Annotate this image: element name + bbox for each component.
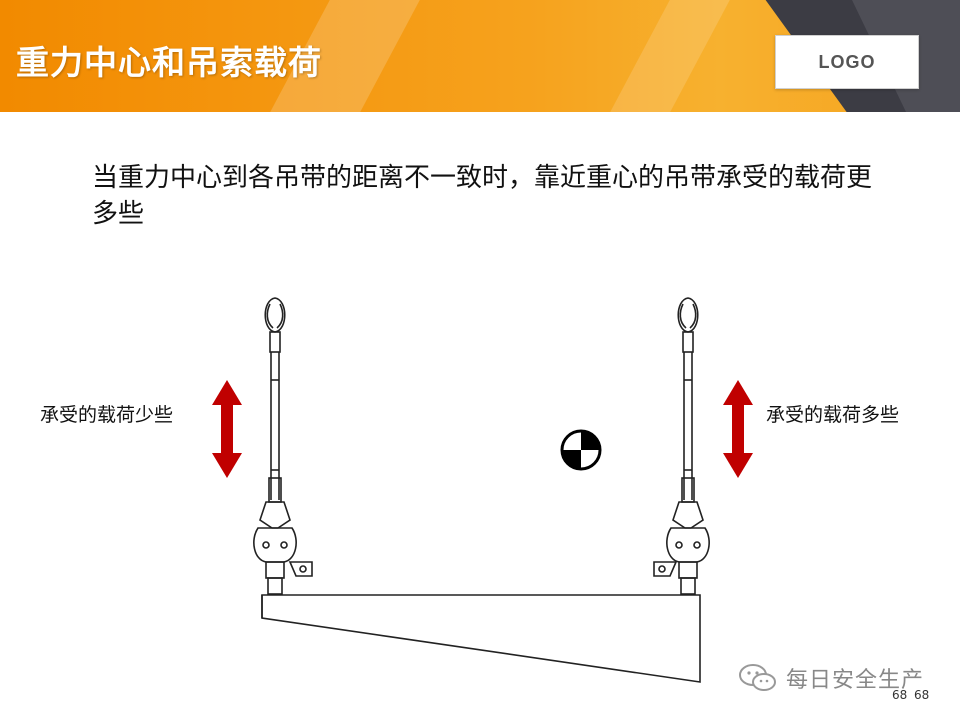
page-number: 68 [914, 688, 930, 702]
up-down-arrow-icon [723, 380, 753, 478]
logo: LOGO [775, 35, 919, 89]
up-down-arrow-icon [212, 380, 242, 478]
right-load-label: 承受的载荷多些 [766, 404, 900, 426]
load-beam [261, 594, 701, 683]
page-number: 68 [892, 688, 908, 702]
logo-text: LOGO [818, 51, 876, 72]
wechat-icon [739, 664, 776, 691]
center-of-gravity-icon [560, 429, 602, 471]
watermark: 每日安全生产 [738, 662, 924, 694]
sling-icon [653, 297, 710, 595]
description-text: 当重力中心到各吊带的距离不一致时，靠近重心的吊带承受的载荷更多些 [92, 163, 873, 229]
page-title: 重力中心和吊索载荷 [16, 43, 322, 82]
left-load-label: 承受的载荷少些 [40, 404, 174, 426]
watermark-text: 每日安全生产 [786, 668, 925, 693]
sling-icon [253, 297, 313, 595]
header-banner: 重力中心和吊索载荷 LOGO [0, 0, 960, 112]
